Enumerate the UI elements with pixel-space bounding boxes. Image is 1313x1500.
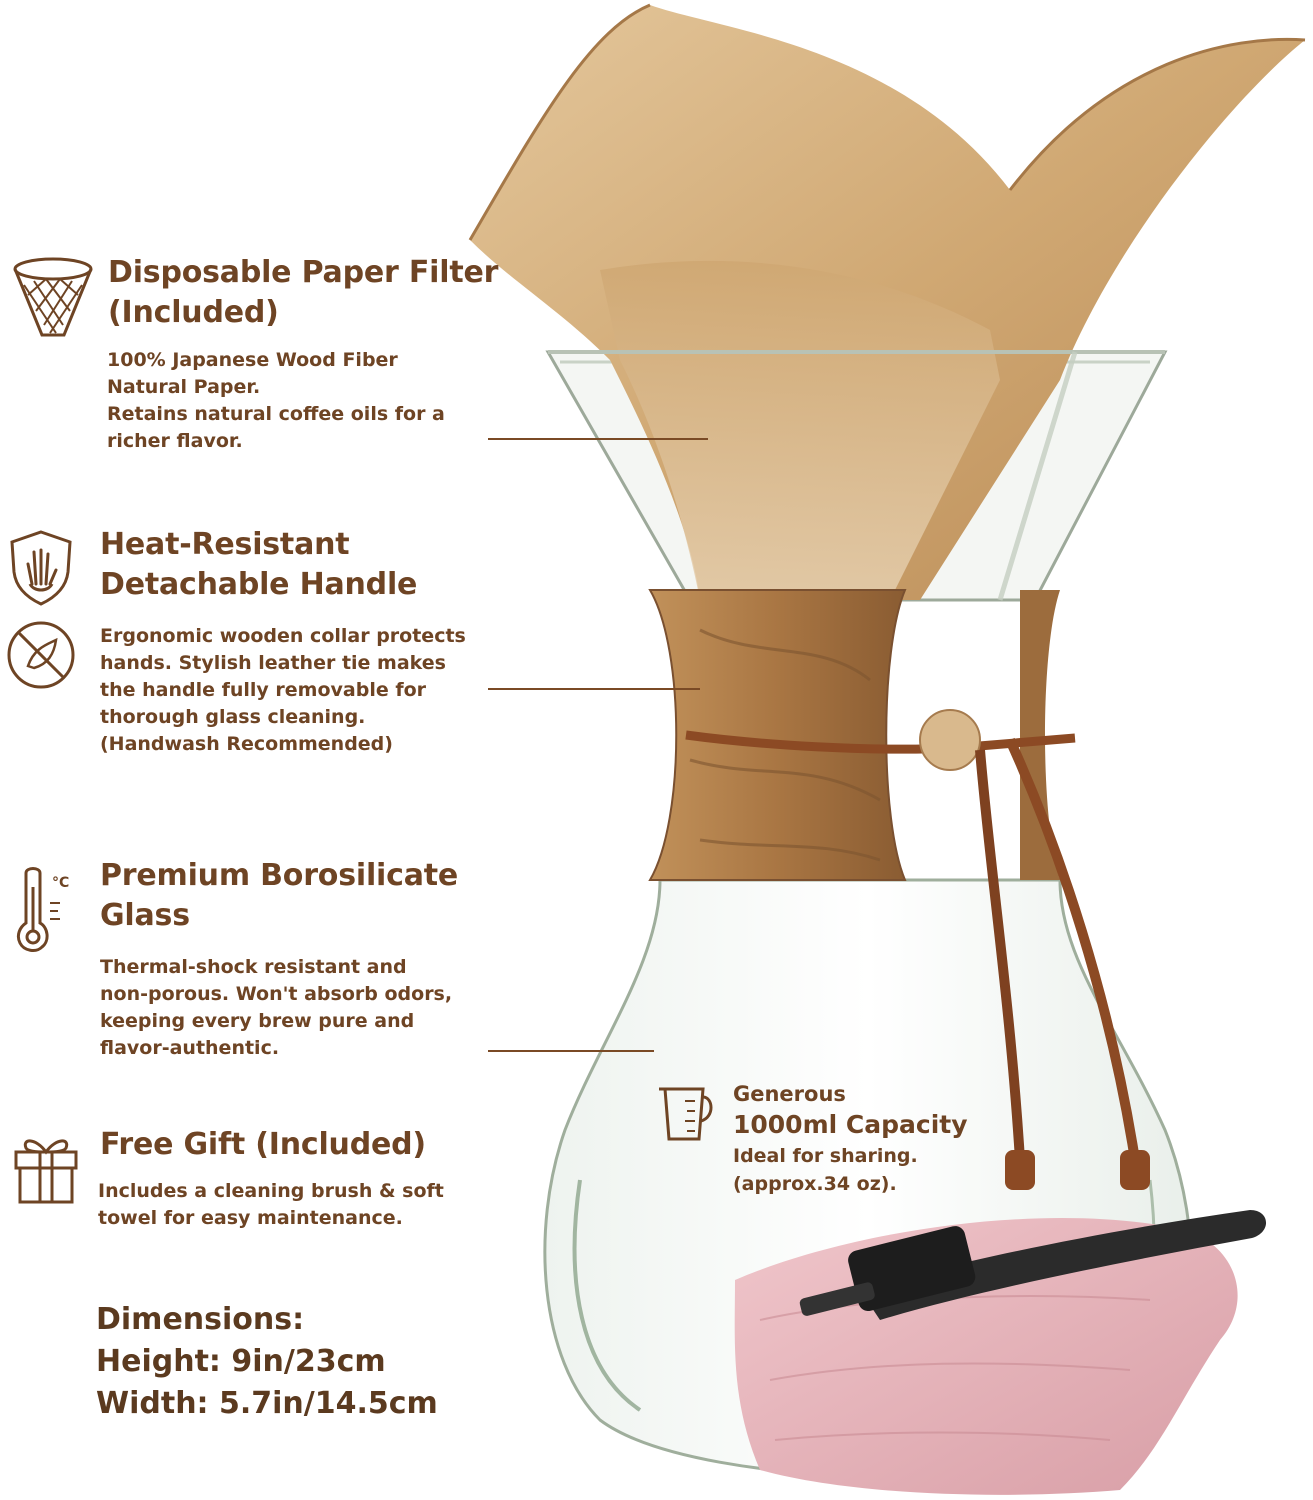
- feature-body-gift: Includes a cleaning brush & soft towel f…: [98, 1180, 444, 1229]
- capacity-line-4: (approx.34 oz).: [733, 1173, 897, 1195]
- feature-body-paper-filter: 100% Japanese Wood Fiber Natural Paper. …: [107, 349, 445, 452]
- cleaning-brush-image: [860, 1210, 1267, 1320]
- dimensions-block: Dimensions: Height: 9in/23cm Width: 5.7i…: [96, 1299, 438, 1425]
- feature-title-handle: Heat-Resistant Detachable Handle: [100, 527, 418, 602]
- feature-title-glass: Premium Borosilicate Glass: [100, 858, 459, 933]
- leader-line-glass: [488, 1050, 654, 1052]
- feature-body-glass: Thermal-shock resistant and non-porous. …: [100, 956, 453, 1059]
- capacity-line-1: Generous: [733, 1082, 846, 1106]
- leader-line-filter: [488, 438, 708, 440]
- dimensions-height: Height: 9in/23cm: [96, 1344, 386, 1379]
- feature-title-gift: Free Gift (Included): [100, 1127, 426, 1162]
- capacity-line-3: Ideal for sharing.: [733, 1145, 918, 1167]
- dimensions-width: Width: 5.7in/14.5cm: [96, 1386, 438, 1421]
- filter-cone-icon: [8, 255, 98, 345]
- capacity-line-2: 1000ml Capacity: [733, 1110, 968, 1139]
- shield-hand-icon: [6, 528, 76, 608]
- no-burn-icon: [4, 618, 78, 692]
- thermometer-icon: °C: [12, 865, 78, 955]
- svg-text:°C: °C: [52, 875, 69, 891]
- dimensions-heading: Dimensions:: [96, 1302, 305, 1337]
- leader-line-handle: [488, 688, 700, 690]
- gift-box-icon: [10, 1130, 82, 1206]
- feature-body-handle: Ergonomic wooden collar protects hands. …: [100, 625, 466, 755]
- measuring-cup-icon: [655, 1083, 717, 1145]
- capacity-callout: Generous 1000ml Capacity Ideal for shari…: [733, 1080, 968, 1198]
- feature-title-paper-filter: Disposable Paper Filter (Included): [108, 255, 499, 330]
